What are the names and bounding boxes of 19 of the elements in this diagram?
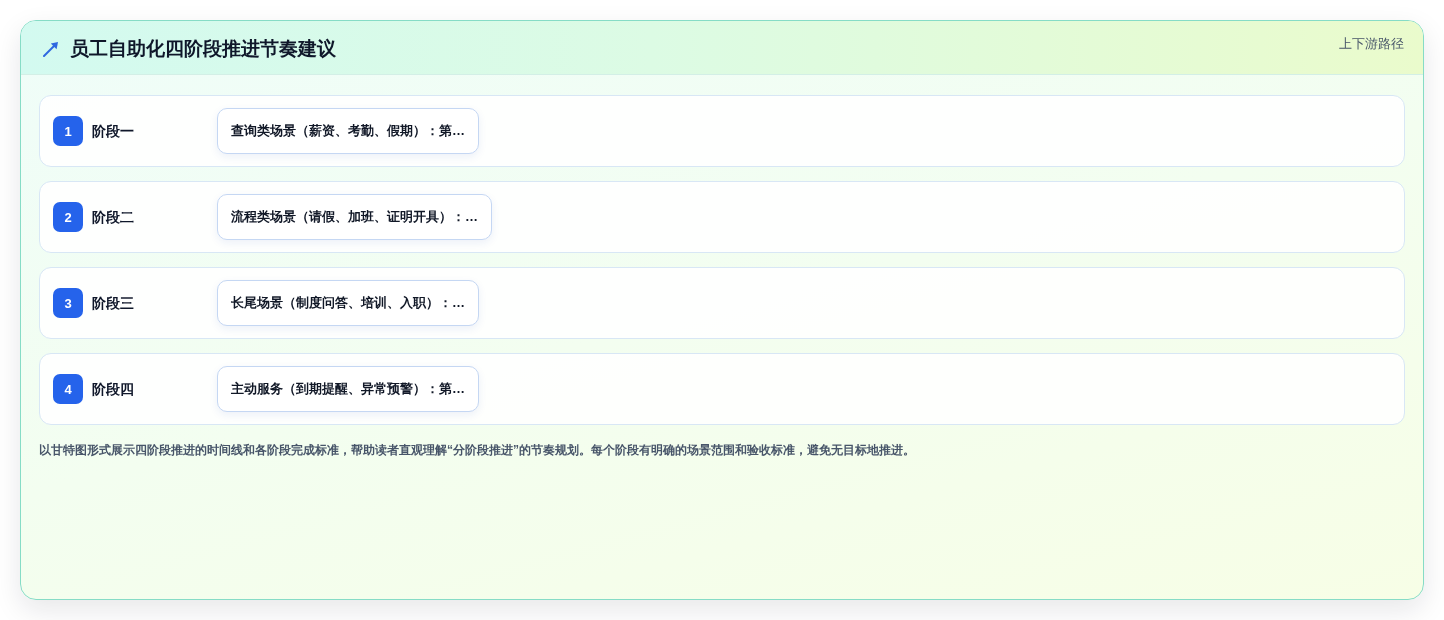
- scenario-tag: 流程类场景（请假、加班、证明开具）：…: [217, 194, 492, 240]
- title: 员工自助化四阶段推进节奏建议: [70, 37, 336, 61]
- number-badge: 1: [53, 116, 83, 146]
- stage-row: [39, 267, 1405, 339]
- header-note: 上下游路径: [1339, 35, 1404, 53]
- stage-row: [39, 95, 1405, 167]
- stage-row: [39, 181, 1405, 253]
- stage-row: [39, 353, 1405, 425]
- scenario-tag: 长尾场景（制度问答、培训、入职）：…: [217, 280, 479, 326]
- scenario-tag: 主动服务（到期提醒、异常预警）：第…: [217, 366, 479, 412]
- stage-label: 阶段四: [92, 380, 134, 398]
- caption: 以甘特图形式展示四阶段推进的时间线和各阶段完成标准，帮助读者直观理解“分阶段推进”的节奏规划。每个阶段有明确的场景范围和验收标准，避免无目标地推进。: [39, 442, 915, 458]
- stage-label: 阶段一: [92, 122, 134, 140]
- number-badge: 2: [53, 202, 83, 232]
- stage-label: 阶段三: [92, 294, 134, 312]
- number-badge: 3: [53, 288, 83, 318]
- scenario-tag: 查询类场景（薪资、考勤、假期）：第…: [217, 108, 479, 154]
- number-badge: 4: [53, 374, 83, 404]
- stage-label: 阶段二: [92, 208, 134, 226]
